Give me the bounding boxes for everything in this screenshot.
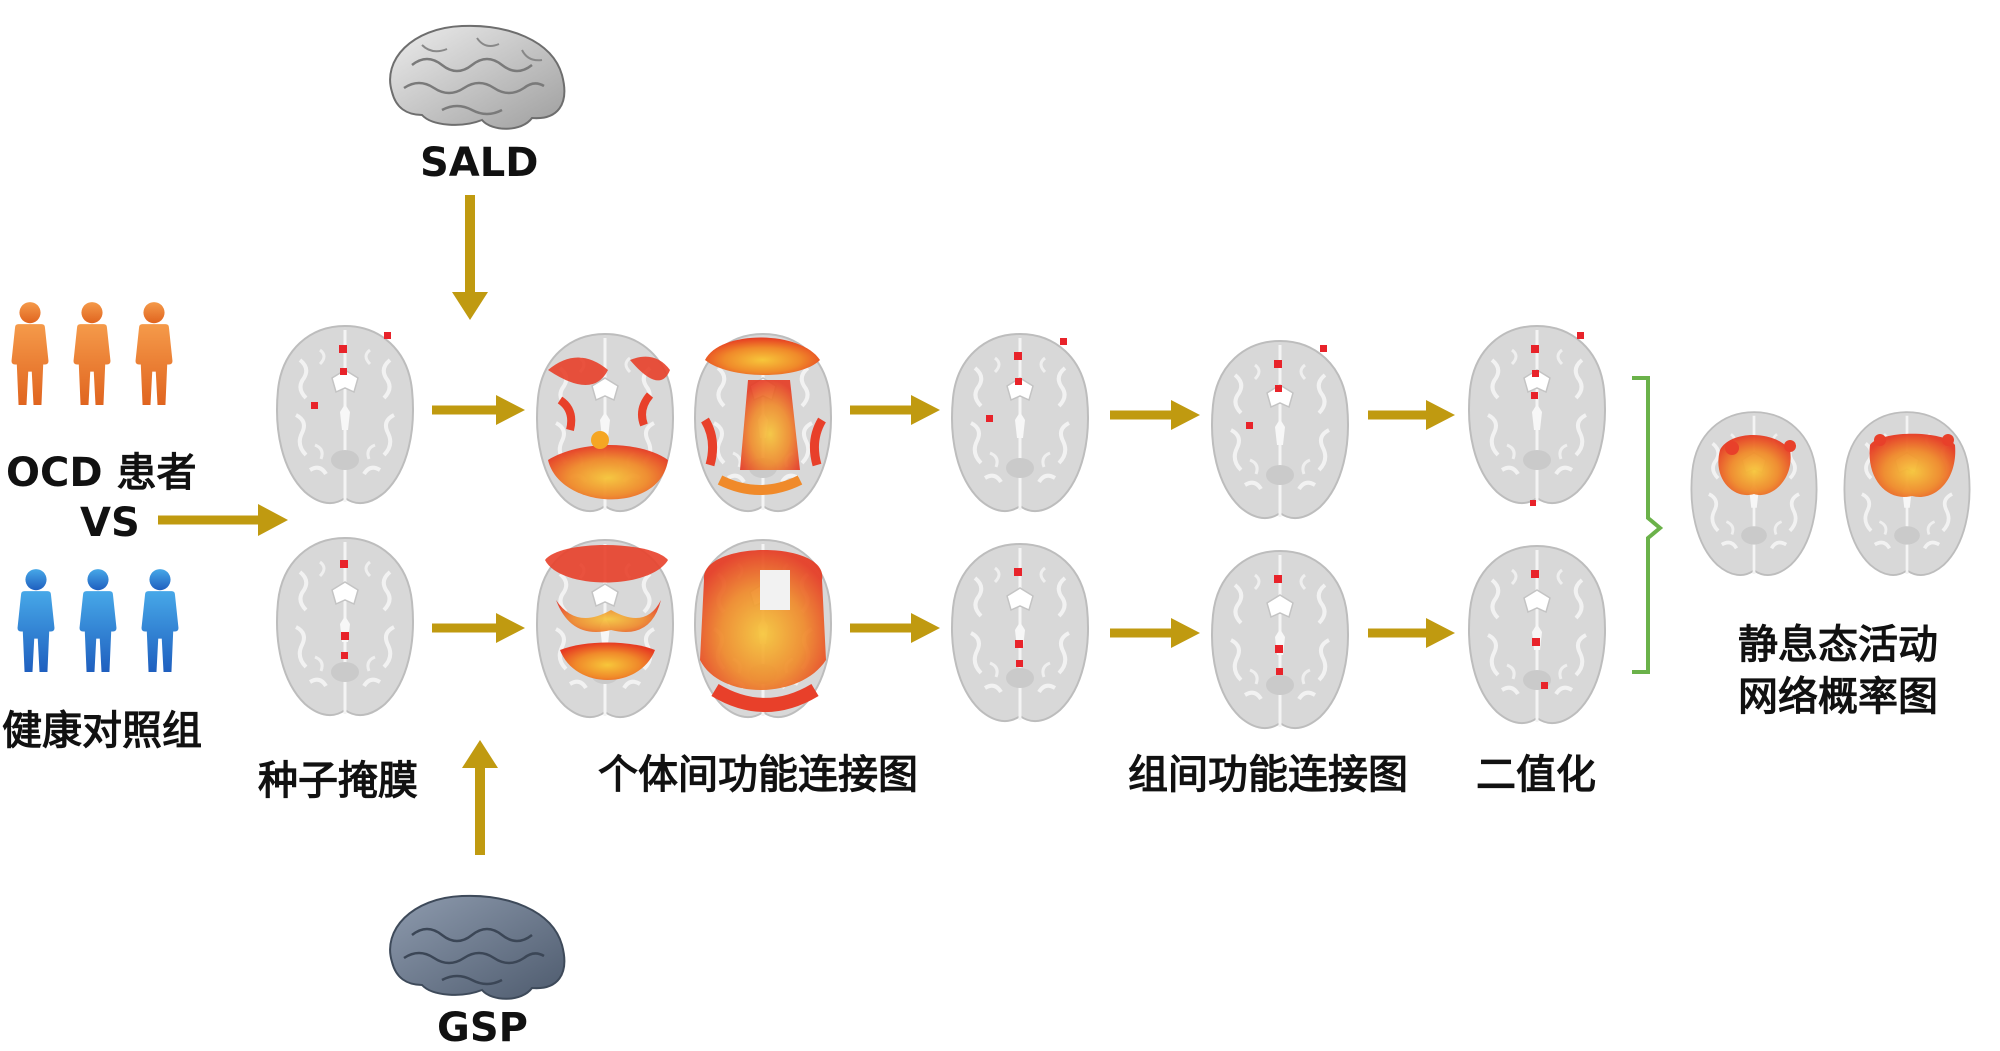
result-label-line1: 静息态活动 [1738,612,1938,670]
group-fc-label: 组间功能连接图 [1128,742,1408,800]
person-icon [136,302,173,405]
group-fc-slice-bottom-a [952,544,1088,721]
group-brace [1632,378,1660,672]
arrow-group-to-binary-top [1368,400,1455,430]
person-icon [142,569,179,672]
arrow-individual-to-group-bottom [850,613,940,643]
seed-mask-slice-top [277,326,413,503]
arrow-groups-to-seed [158,504,288,536]
arrow-seed-to-individual-top [432,395,525,425]
binarize-label: 二值化 [1476,742,1596,800]
arrow-gsp-up [462,740,498,855]
arrow-individual-to-group-top [850,395,940,425]
binarized-slice-top [1469,326,1605,506]
result-label-line2: 网络概率图 [1738,664,1938,722]
group-fc-slice-top-a [952,334,1088,511]
individual-fc-slice-3 [537,540,673,717]
patients-group [12,302,173,405]
person-icon [12,302,49,405]
patients-label: OCD 患者 [6,440,197,498]
group-fc-slice-top-b [1212,341,1348,518]
gsp-label: GSP [437,1005,528,1051]
binarized-slice-bottom [1469,546,1605,723]
probability-map-slice-1 [1691,412,1816,575]
person-icon [80,569,117,672]
seed-mask-label: 种子掩膜 [258,748,418,806]
arrow-group-a-to-b-bottom [1110,618,1200,648]
gsp-brain-icon [390,896,564,999]
arrow-group-to-binary-bottom [1368,618,1455,648]
individual-fc-label: 个体间功能连接图 [598,742,918,800]
sald-label: SALD [420,140,538,186]
arrow-group-a-to-b-top [1110,400,1200,430]
sald-brain-icon [390,26,564,129]
individual-fc-slice-4 [695,540,831,717]
vs-label: VS [80,500,140,546]
controls-label: 健康对照组 [2,698,202,756]
probability-map-slice-2 [1844,412,1969,575]
controls-group [18,569,179,672]
arrow-seed-to-individual-bottom [432,613,525,643]
person-icon [18,569,55,672]
group-fc-slice-bottom-b [1212,551,1348,728]
arrow-sald-down [452,195,488,320]
individual-fc-slice-2 [695,334,831,511]
person-icon [74,302,111,405]
individual-fc-slice-1 [537,334,673,511]
seed-mask-slice-bottom [277,538,413,715]
